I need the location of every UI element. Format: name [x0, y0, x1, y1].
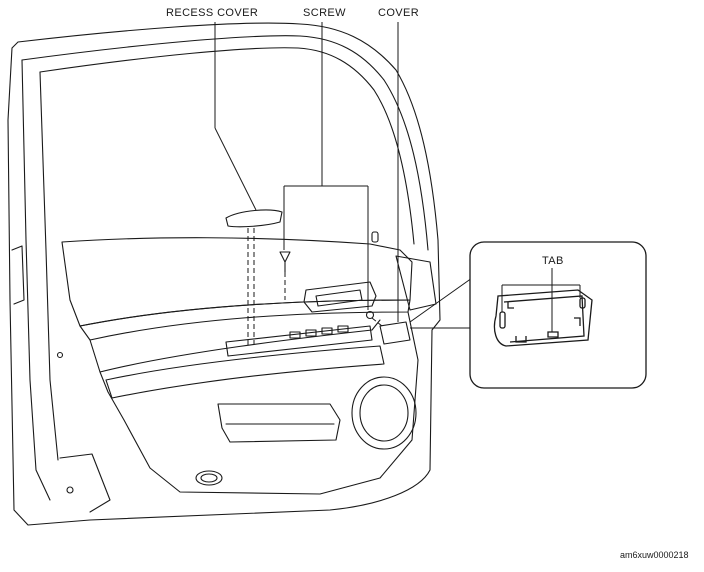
door-left-edge	[22, 60, 50, 500]
switch-2	[306, 330, 316, 336]
door-left-edge-2	[40, 72, 58, 460]
window-frame-inner-2	[40, 48, 414, 244]
mirror-mount	[396, 256, 436, 310]
screw-upper	[280, 252, 290, 272]
cover-part	[380, 322, 410, 344]
screw-lower	[367, 312, 374, 319]
switch-1	[290, 332, 300, 338]
recess-cover-label: RECESS COVER	[166, 7, 259, 19]
door-speaker-inner	[360, 385, 408, 441]
door-hinge-edge	[12, 246, 24, 304]
inner-handle-bezel	[304, 282, 376, 312]
recess-cover-leader-2	[215, 128, 256, 210]
reference-code: am6xuw0000218	[620, 550, 689, 560]
door-hole-2	[67, 487, 73, 493]
detail-callout-box	[470, 242, 646, 388]
detail-cover-inner	[504, 296, 584, 342]
inner-handle-lever	[316, 290, 362, 306]
tab-label: TAB	[542, 255, 564, 267]
door-lower-sill	[60, 454, 110, 512]
door-speaker-outer	[352, 377, 416, 449]
switch-3	[322, 328, 332, 334]
door-trim-armrest-face	[106, 346, 384, 398]
door-trim-lower	[100, 312, 418, 494]
detail-tab-3	[548, 332, 558, 337]
cover-label: COVER	[378, 7, 420, 19]
detail-tab-2	[580, 298, 585, 308]
door-speaker-lower	[196, 471, 222, 485]
recess-cover-part	[226, 210, 282, 227]
detail-clip-3	[574, 318, 580, 326]
door-trim-upper-edge	[80, 300, 410, 340]
detail-leader-1	[410, 278, 472, 322]
detail-clip-1	[516, 336, 526, 342]
switch-4	[338, 326, 348, 332]
cover-screw-path	[372, 318, 382, 326]
door-frame-outer	[8, 23, 440, 525]
door-hole-1	[58, 353, 63, 358]
door-pocket	[218, 404, 340, 442]
door-trim-armrest	[90, 320, 380, 372]
screw-label: SCREW	[303, 7, 346, 19]
window-frame-inner	[22, 36, 428, 250]
detail-cover-outline	[494, 290, 592, 346]
detail-clip-2	[508, 302, 514, 308]
door-speaker-lower-inner	[201, 474, 217, 482]
door-lock-knob	[372, 232, 378, 242]
